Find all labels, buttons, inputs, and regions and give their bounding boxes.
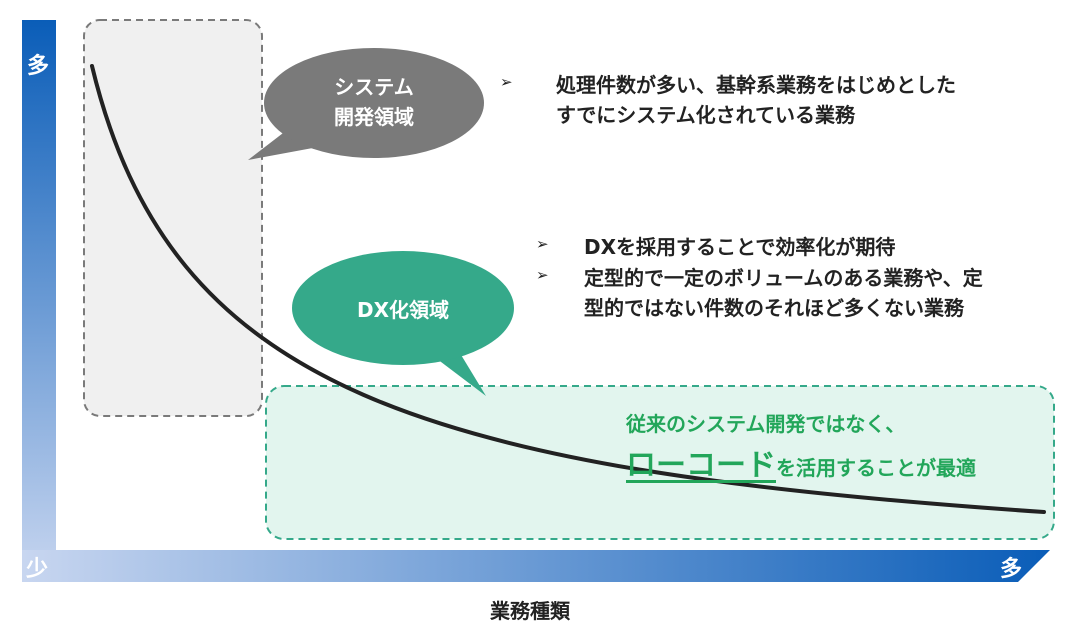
- volume-curve: [90, 64, 1046, 514]
- dx-bullet-1: ➢ DXを採用することで効率化が期待: [536, 232, 895, 262]
- y-axis-top-label: 多: [27, 54, 50, 79]
- dx-bullet-1-line1: DXを採用することで効率化が期待: [584, 235, 896, 259]
- system-bubble-line1: システム: [334, 75, 414, 99]
- dx-bullet-2: ➢ 定型的で一定のボリュームのある業務や、定 型的ではない件数のそれほど多くない…: [536, 263, 983, 323]
- system-bullet: ➢ 処理件数が多い、基幹系業務をはじめとした すでにシステム化されている業務: [500, 70, 956, 130]
- y-axis-bottom-label: 少: [26, 557, 49, 582]
- system-region: [83, 19, 263, 417]
- x-axis-arrow: [22, 550, 1050, 582]
- system-bubble-line2: 開発領域: [334, 105, 414, 129]
- system-bubble: [248, 48, 484, 160]
- bullet-arrow-icon: ➢: [536, 235, 549, 253]
- dx-bubble-label: DX化領域: [356, 298, 450, 322]
- callout-line1: 従来のシステム開発ではなく、: [626, 412, 906, 436]
- dx-bubble: [292, 251, 514, 396]
- bullet-arrow-icon: ➢: [500, 73, 513, 91]
- dx-region: [265, 385, 1055, 540]
- x-axis-end-label: 多: [1000, 557, 1023, 582]
- bullet-arrow-icon: ➢: [536, 266, 549, 284]
- system-bubble-label: システム 開発領域: [324, 72, 424, 132]
- x-axis-title: 業務種類: [490, 599, 570, 623]
- callout-rest: を活用することが最適: [776, 456, 976, 480]
- callout-emphasis: ローコード: [626, 448, 776, 483]
- y-axis-arrow: [22, 20, 56, 582]
- system-bullet-line1: 処理件数が多い、基幹系業務をはじめとした: [556, 73, 956, 97]
- system-bullet-line2: すでにシステム化されている業務: [556, 103, 855, 127]
- dx-bullet-2-line2: 型的ではない件数のそれほど多くない業務: [584, 296, 964, 320]
- callout-line2: ローコード を活用することが最適: [626, 440, 976, 484]
- dx-bullet-2-line1: 定型的で一定のボリュームのある業務や、定: [584, 266, 983, 290]
